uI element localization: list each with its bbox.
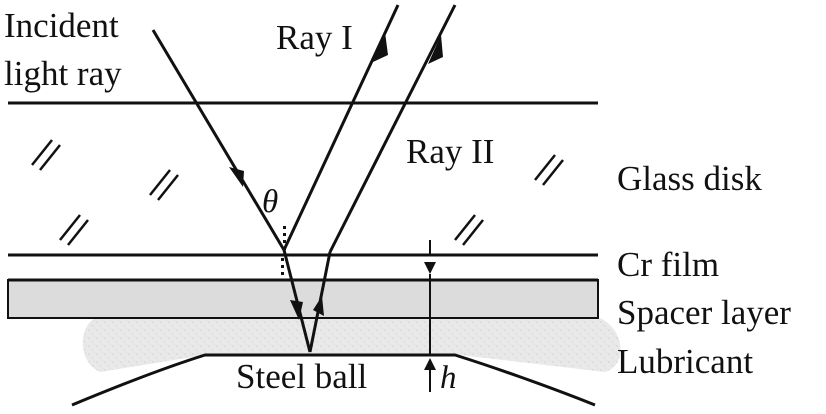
ray1-line xyxy=(282,4,400,251)
incident-ray xyxy=(151,29,286,251)
incident-lower-arrowhead xyxy=(290,300,303,320)
spacer-layer-band xyxy=(7,279,599,319)
incident-ray-lower-segment xyxy=(282,249,312,353)
thickness-top-arrowhead xyxy=(424,262,436,274)
ray2-label: Ray II xyxy=(406,132,494,171)
lubricant-region xyxy=(82,318,621,372)
ray2-line xyxy=(328,4,457,253)
ray1-arrowhead xyxy=(373,32,388,62)
thickness-bottom-arrowhead xyxy=(424,358,436,370)
ray2-lower-arrowhead xyxy=(313,296,324,316)
lubricant-label: Lubricant xyxy=(617,342,753,381)
theta-label: θ xyxy=(262,184,278,220)
glass-disk-label: Glass disk xyxy=(617,159,762,198)
steel-ball-label: Steel ball xyxy=(236,357,367,396)
incident-ray-arrowhead xyxy=(229,167,244,187)
spacer-layer-label: Spacer layer xyxy=(617,293,791,332)
incident-label-line2: light ray xyxy=(4,54,122,93)
ray2-arrowhead xyxy=(428,35,443,64)
incident-label-line1: Incident xyxy=(4,6,119,45)
glass-hatch-marks xyxy=(31,139,564,246)
cr-film-label: Cr film xyxy=(617,245,719,284)
ray1-label: Ray I xyxy=(276,18,353,57)
steel-ball-outline xyxy=(71,353,596,407)
thickness-h-label: h xyxy=(440,360,457,396)
normal-dotted-lines xyxy=(281,226,286,275)
